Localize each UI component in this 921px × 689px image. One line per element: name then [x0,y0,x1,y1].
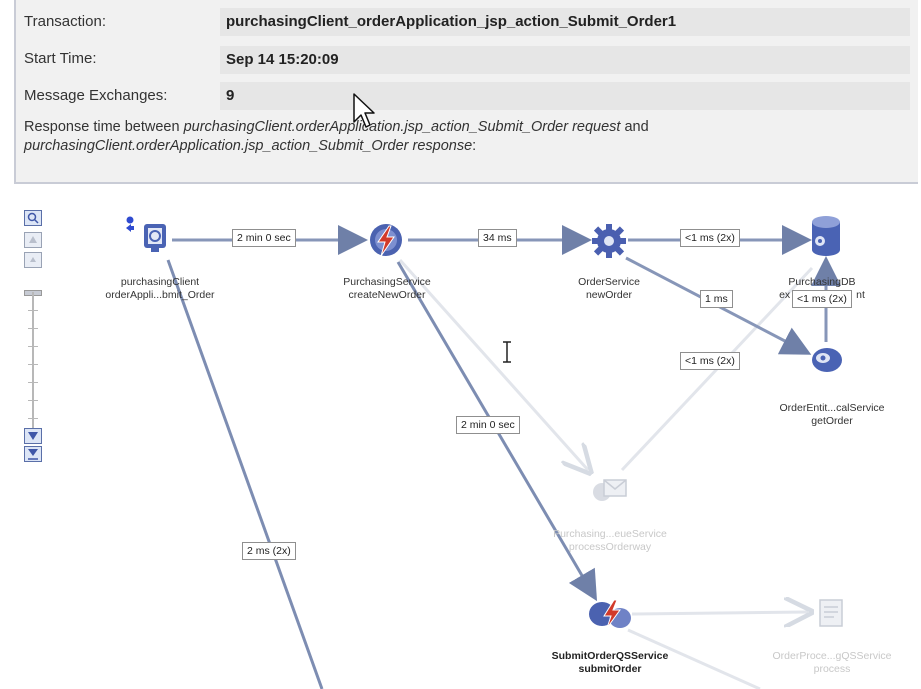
edge-label-orderservice-entity[interactable]: 1 ms [700,290,733,308]
node-queue-line2: processOrderway [568,541,652,553]
edge-purchasing-queue [398,258,588,470]
desc-request: purchasingClient.orderApplication.jsp_ac… [183,119,621,135]
zoom-tick [28,328,38,329]
text-cursor-icon [500,340,514,364]
node-purchasing-label: PurchasingService createNewOrder [343,276,431,302]
node-orderentity-line2: getOrder [811,415,853,427]
zoom-tick [28,310,38,311]
node-client-label: purchasingClient orderAppli...bmit_Order [105,276,214,302]
transaction-info-panel: Transaction: purchasingClient_orderAppli… [14,0,918,184]
zoom-out-icon[interactable] [24,446,42,462]
node-submitqs-line1: SubmitOrderQSService [551,650,669,662]
desc-response: purchasingClient.orderApplication.jsp_ac… [24,138,473,154]
node-purchasingdb-line1: PurchasingDB [788,276,856,288]
node-orderservice-line1: OrderService [578,276,640,288]
gear-icon[interactable] [590,222,628,260]
zoom-tick [28,382,38,383]
mouse-pointer-icon [352,92,376,132]
node-orderservice-label: OrderService newOrder [578,276,640,302]
desc-and: and [620,119,649,135]
start-time-value: Sep 14 15:20:09 [220,46,910,74]
message-exchanges-value: 9 [220,82,910,110]
message-exchanges-label: Message Exchanges: [24,87,168,104]
node-purchasing-line2: createNewOrder [348,289,426,301]
node-orderproc-line1: OrderProce...gQSService [772,650,892,662]
zoom-tick [28,400,38,401]
node-orderservice-line2: newOrder [585,289,633,301]
zoom-control [22,210,46,470]
zoom-step-down-icon[interactable] [24,428,42,444]
node-orderproc-label: OrderProce...gQSService process [772,650,891,676]
submit-service-icon[interactable] [586,596,634,632]
edge-label-entity-db[interactable]: <1 ms (2x) [792,290,852,308]
edge-submit-down [627,628,761,689]
zoom-tick [28,364,38,365]
response-time-description: Response time between purchasingClient.o… [24,118,904,156]
node-purchasing-line1: PurchasingService [343,276,431,288]
transaction-label: Transaction: [24,13,106,30]
node-orderproc-line2: process [813,663,851,675]
edge-label-client-purchasing[interactable]: 2 min 0 sec [232,229,296,247]
process-doc-icon[interactable] [814,596,848,630]
zoom-tick [28,346,38,347]
node-client-line2: orderAppli...bmit_Order [105,289,215,301]
client-app-icon[interactable] [122,214,174,258]
database-icon[interactable] [808,214,844,260]
node-submitqs-label: SubmitOrderQSService submitOrder [552,650,669,676]
edge-label-orderservice-db[interactable]: <1 ms (2x) [680,229,740,247]
edge-label-purchasing-submit[interactable]: 2 min 0 sec [456,416,520,434]
edge-label-client-bottom[interactable]: 2 ms (2x) [242,542,296,560]
zoom-step-up-icon[interactable] [24,252,42,268]
edge-submit-orderproc [631,612,808,614]
transaction-value: purchasingClient_orderApplication_jsp_ac… [220,8,910,36]
node-submitqs-line2: submitOrder [578,663,642,675]
zoom-tick [28,418,38,419]
desc-suffix: : [472,138,477,154]
node-orderentity-line1: OrderEntit...calService [779,402,885,414]
node-queue-line1: Purchasing...eueService [553,528,667,540]
edge-client-bottom [166,259,324,689]
node-client-line1: purchasingClient [120,276,200,288]
node-orderentity-label: OrderEntit...calService getOrder [779,402,884,428]
mail-queue-icon[interactable] [590,474,630,508]
entity-service-icon[interactable] [810,344,844,374]
zoom-slider-track[interactable] [32,292,34,432]
node-queue-label: Purchasing...eueService processOrderway [553,528,667,554]
desc-prefix: Response time between [24,119,184,135]
start-time-label: Start Time: [24,50,97,67]
purchasing-service-icon[interactable] [364,220,408,262]
edge-label-purchasing-orderservice[interactable]: 34 ms [478,229,517,247]
edge-label-queue-db[interactable]: <1 ms (2x) [680,352,740,370]
zoom-fit-icon[interactable] [24,210,42,226]
zoom-in-icon[interactable] [24,232,42,248]
